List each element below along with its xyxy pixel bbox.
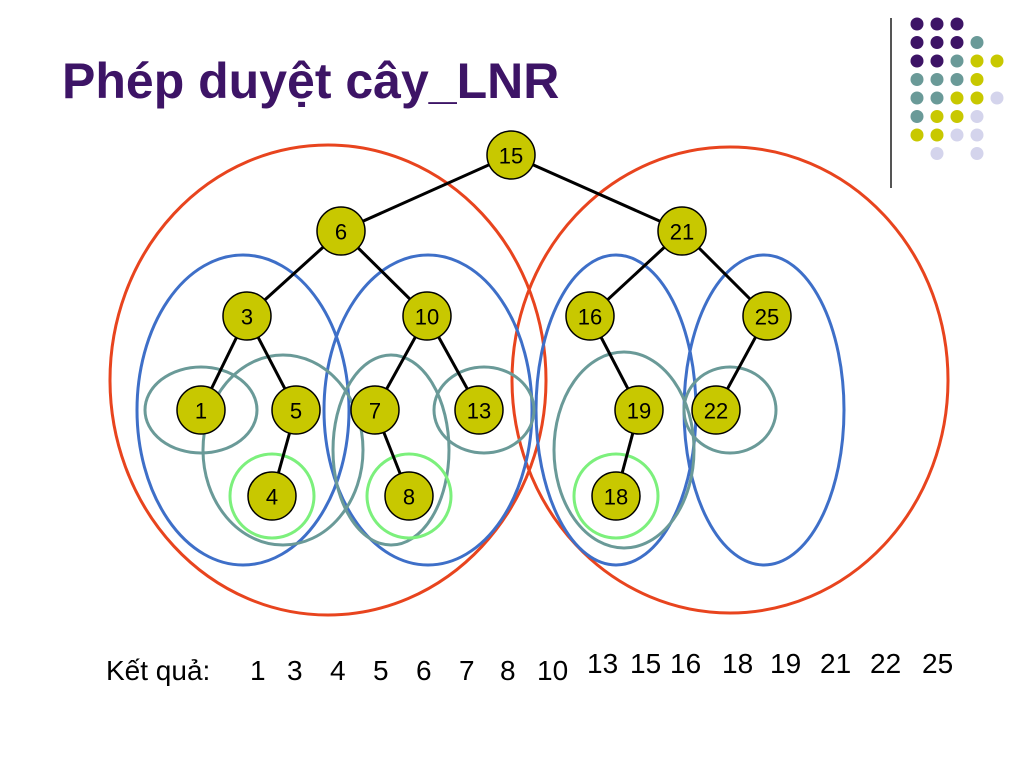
- subtree-ellipse-7: [331, 353, 451, 547]
- decorative-dot: [990, 54, 1004, 68]
- tree-node-label: 25: [755, 305, 779, 330]
- decorative-dot: [930, 54, 944, 68]
- decorative-dot: [970, 110, 984, 123]
- tree-node-1: 1: [176, 385, 226, 435]
- decorative-dot: [910, 128, 924, 142]
- decorative-dot: [970, 91, 984, 105]
- leaf-circle-8: [365, 452, 453, 540]
- decorative-dot: [950, 128, 964, 142]
- tree-node-10: 10: [402, 291, 452, 341]
- subtree-ellipse-5: [201, 353, 365, 547]
- tree-node-21: 21: [657, 206, 707, 256]
- tree-node-label: 8: [403, 485, 415, 510]
- subtree-ellipse-10: [322, 253, 534, 567]
- decorative-dot: [910, 73, 924, 86]
- decorative-dot: [970, 36, 984, 49]
- decorative-dot: [930, 110, 944, 123]
- decorative-dot: [910, 17, 924, 31]
- subtree-ellipse-1: [143, 365, 259, 455]
- tree-edge: [510, 153, 683, 233]
- subtree-ellipse-3: [135, 253, 351, 567]
- tree-node-label: 4: [266, 485, 278, 510]
- decorative-divider: [890, 18, 892, 188]
- decorative-dot: [970, 147, 984, 160]
- tree-node-6: 6: [316, 206, 366, 256]
- tree-node-label: 22: [704, 399, 728, 424]
- decorative-dot: [930, 128, 944, 142]
- decorative-dot: [910, 110, 924, 123]
- tree-node-label: 19: [627, 399, 651, 424]
- tree-node-13: 13: [454, 385, 504, 435]
- tree-node-15: 15: [486, 130, 536, 180]
- decorative-dot: [910, 91, 924, 105]
- tree-node-label: 6: [335, 220, 347, 245]
- tree-node-label: 15: [499, 144, 523, 169]
- decorative-dot: [950, 91, 964, 105]
- tree-node-label: 5: [290, 399, 302, 424]
- tree-node-label: 3: [241, 305, 253, 330]
- subtree-ellipse-13: [432, 365, 536, 455]
- decorative-dot: [950, 110, 964, 123]
- subtree-ellipse-22: [682, 365, 778, 455]
- decorative-dot: [950, 17, 964, 31]
- tree-node-label: 7: [369, 399, 381, 424]
- decorative-dot: [950, 73, 964, 86]
- leaf-circle-18: [572, 452, 660, 540]
- tree-node-label: 18: [604, 485, 628, 510]
- tree-node-22: 22: [691, 385, 741, 435]
- outer-circle-right-subtree: [510, 145, 950, 615]
- tree-node-label: 16: [578, 305, 602, 330]
- decorative-dot: [930, 147, 944, 160]
- outer-circle-left-subtree: [108, 143, 548, 617]
- decorative-dot: [950, 54, 964, 68]
- tree-node-label: 1: [195, 399, 207, 424]
- decorative-dot: [910, 36, 924, 49]
- tree-edge: [340, 153, 512, 233]
- tree-node-8: 8: [384, 471, 434, 521]
- decorative-dot: [930, 36, 944, 49]
- decorative-dot: [970, 73, 984, 86]
- leaf-circle-4: [228, 452, 316, 540]
- decorative-dot: [970, 54, 984, 68]
- tree-node-7: 7: [350, 385, 400, 435]
- decorative-dot: [970, 128, 984, 142]
- decorative-dot-grid: [910, 17, 1004, 160]
- tree-node-label: 10: [415, 305, 439, 330]
- slide-title: Phép duyệt cây_LNR: [62, 53, 560, 109]
- tree-node-18: 18: [591, 471, 641, 521]
- decorative-dot: [910, 54, 924, 68]
- tree-node-5: 5: [271, 385, 321, 435]
- tree-node-4: 4: [247, 471, 297, 521]
- decorative-dot: [930, 91, 944, 105]
- tree-node-label: 13: [467, 399, 491, 424]
- tree-node-25: 25: [742, 291, 792, 341]
- decorative-dot: [950, 36, 964, 49]
- tree-node-16: 16: [565, 291, 615, 341]
- subtree-ellipse-19: [552, 350, 696, 550]
- decorative-dot: [990, 91, 1004, 105]
- tree-node-3: 3: [222, 291, 272, 341]
- decorative-dot: [930, 17, 944, 31]
- tree-node-19: 19: [614, 385, 664, 435]
- decorative-dot: [930, 73, 944, 86]
- tree-node-label: 21: [670, 220, 694, 245]
